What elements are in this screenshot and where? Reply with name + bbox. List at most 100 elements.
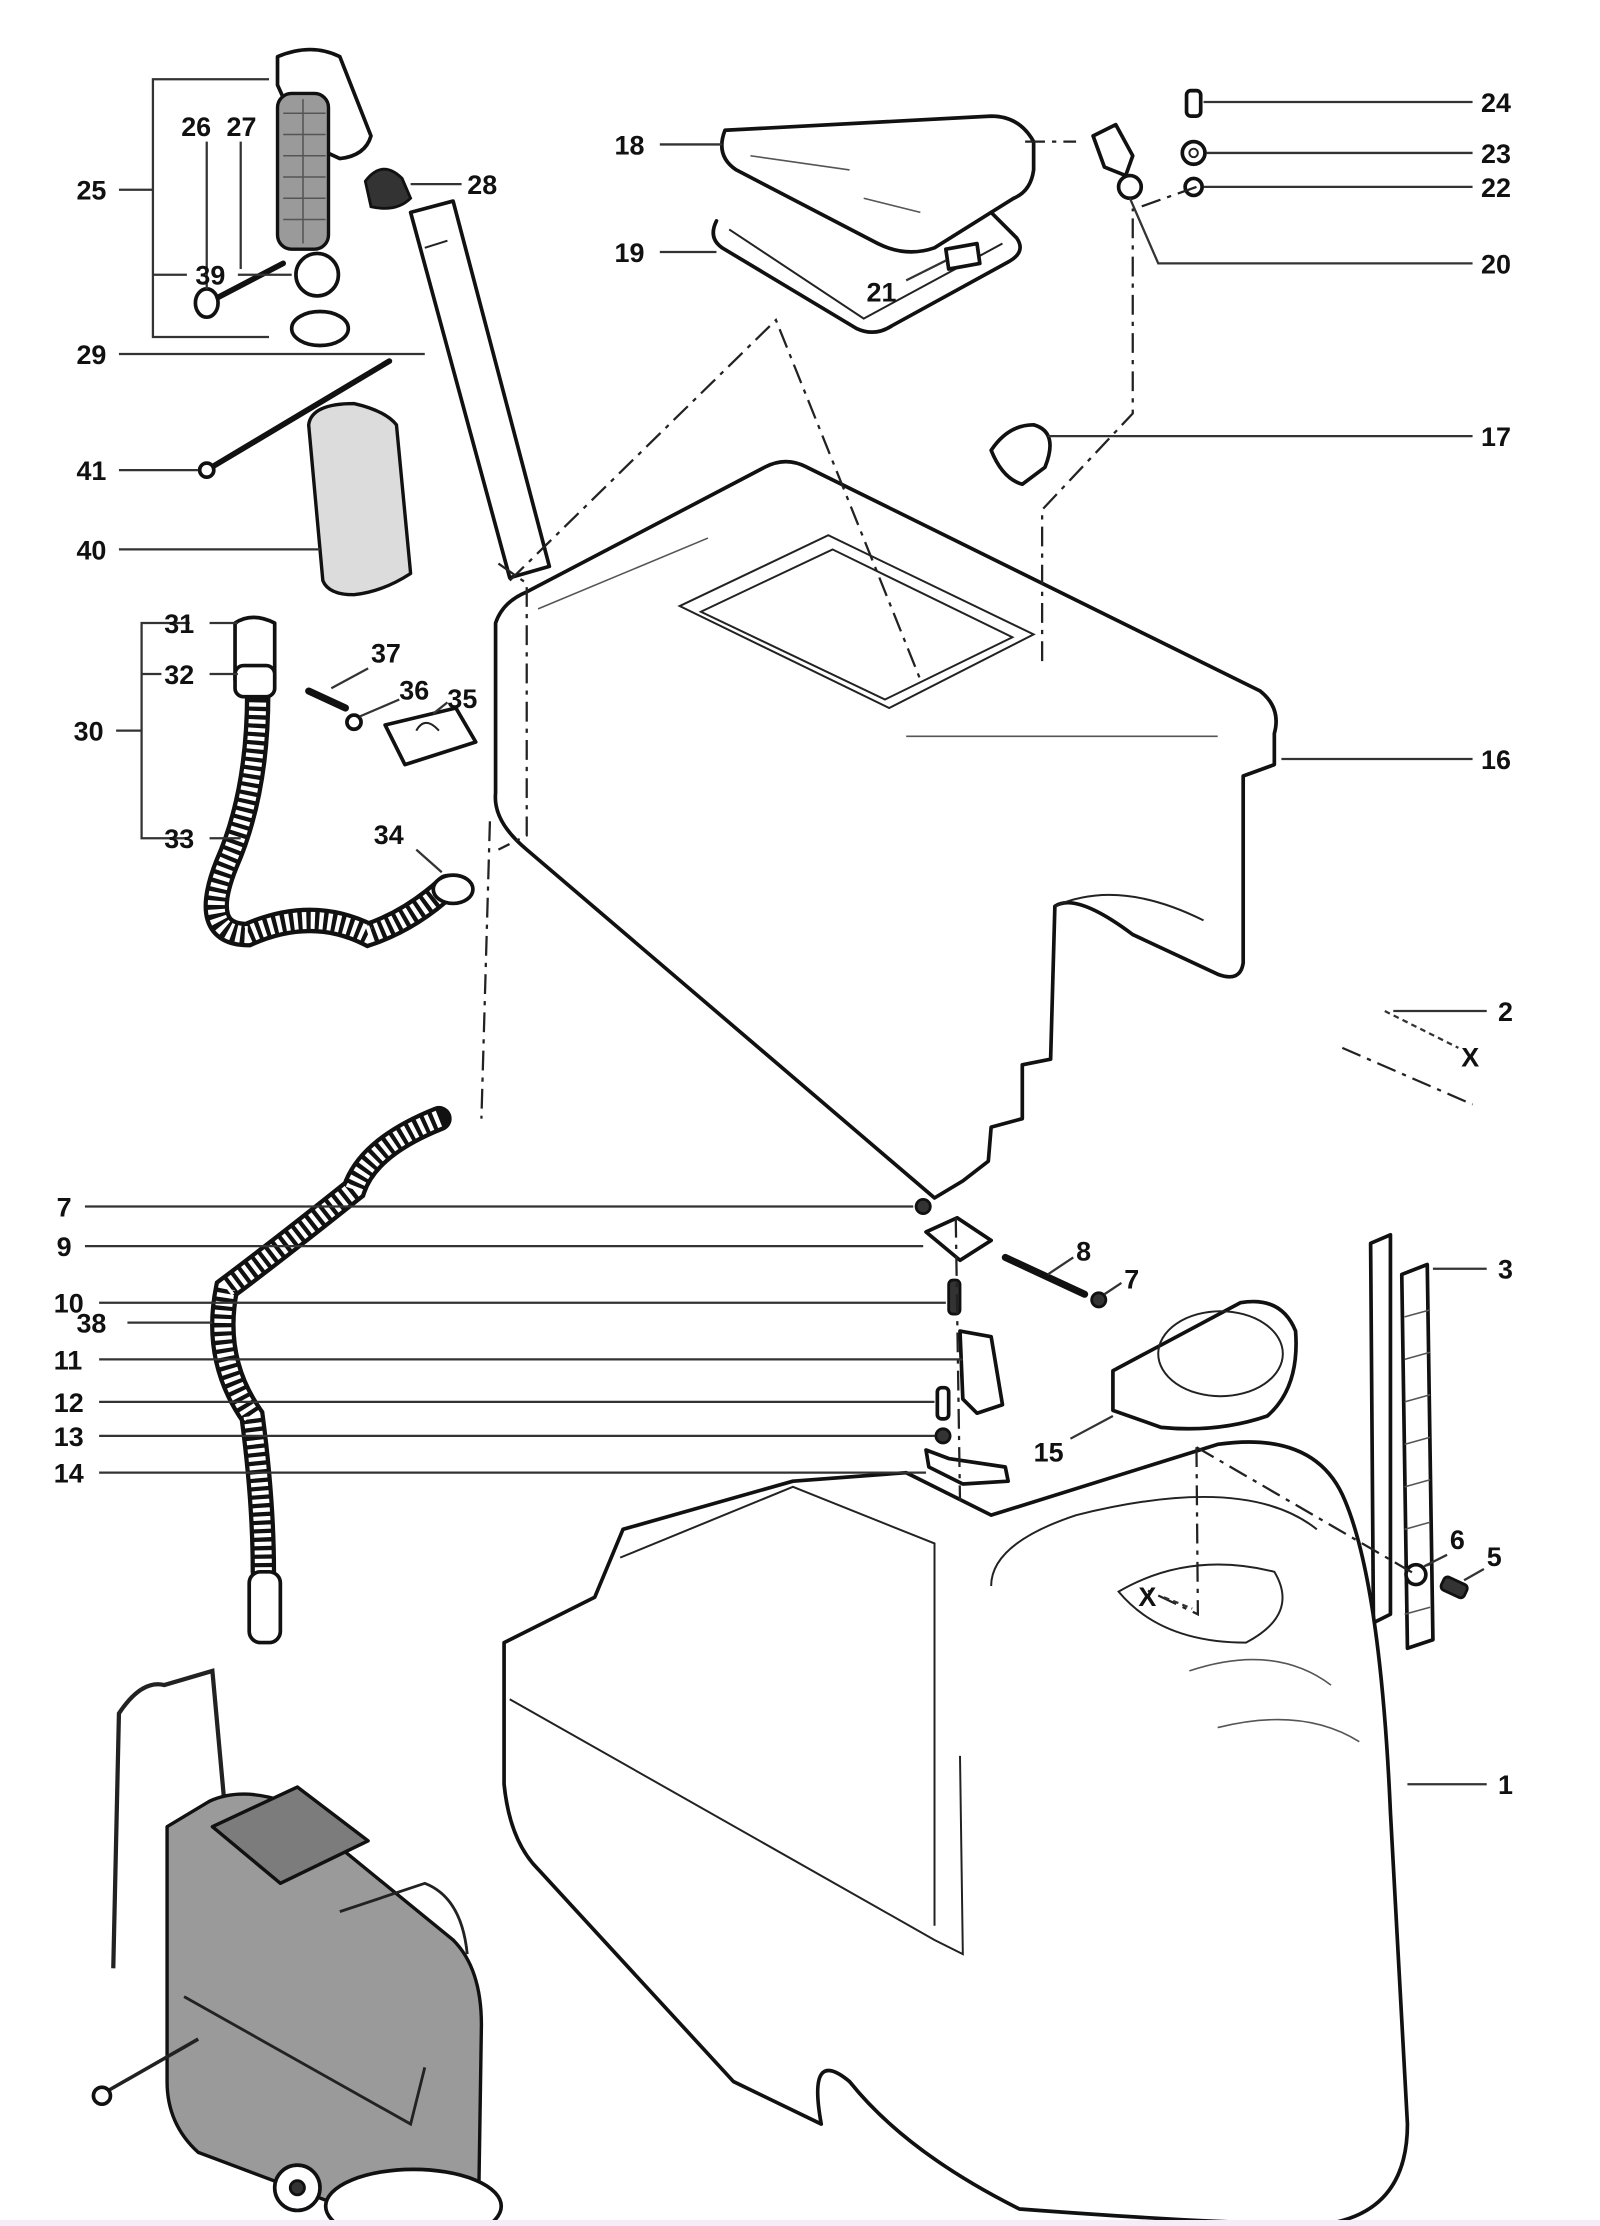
callout-40: 40 xyxy=(76,535,320,565)
callout-label-25: 25 xyxy=(76,176,106,206)
callout-label-17: 17 xyxy=(1481,422,1511,452)
part-20-latch xyxy=(1091,122,1144,201)
callout-20: 20 xyxy=(1128,197,1511,279)
callout-label-32: 32 xyxy=(164,660,194,690)
callout-label-39: 39 xyxy=(195,261,225,291)
part-21-screw xyxy=(944,241,982,271)
callout-label-13: 13 xyxy=(54,1422,84,1452)
callout-label-21: 21 xyxy=(867,278,897,308)
callout-label-37: 37 xyxy=(371,639,401,669)
callout-label-28: 28 xyxy=(467,170,497,200)
callout-6: 6 xyxy=(1423,1525,1465,1568)
callout-33: 33 xyxy=(164,824,241,854)
part-28-cap xyxy=(363,167,413,210)
callout-30: 30 xyxy=(74,621,190,840)
part-32-hose-coupling xyxy=(233,663,277,699)
callout-7-left: 7 xyxy=(57,1192,914,1222)
callout-label-31: 31 xyxy=(164,609,194,639)
callout-29: 29 xyxy=(76,340,425,370)
callout-28: 28 xyxy=(410,170,497,200)
callout-label-19: 19 xyxy=(615,238,645,268)
callout-26: 26 xyxy=(181,112,211,289)
callout-label-29: 29 xyxy=(76,340,106,370)
callout-13: 13 xyxy=(54,1422,935,1452)
callout-10: 10 xyxy=(54,1289,946,1319)
part-11-hinge-bracket xyxy=(958,1329,1005,1416)
callout-label-3: 3 xyxy=(1498,1255,1513,1285)
part-9-hinge-plate xyxy=(924,1215,993,1263)
callout-16: 16 xyxy=(1281,745,1511,775)
callout-label-24: 24 xyxy=(1481,88,1511,118)
callout-label-20: 20 xyxy=(1481,249,1511,279)
callout-32: 32 xyxy=(164,660,238,690)
part-14-bracket xyxy=(924,1448,1010,1486)
callout-label-30: 30 xyxy=(74,717,104,747)
callout-14: 14 xyxy=(54,1459,927,1489)
callout-label-36: 36 xyxy=(399,676,429,706)
callout-label-8: 8 xyxy=(1076,1236,1091,1266)
part-18-lid xyxy=(720,114,1036,254)
callout-label-35: 35 xyxy=(447,684,477,714)
part-3-level-gauge xyxy=(1399,1262,1435,1651)
part-17-float-cap xyxy=(989,422,1052,487)
part-25-ring xyxy=(289,309,351,348)
reference-mark-x-lower: X xyxy=(1138,1582,1193,1612)
callout-label-7-left: 7 xyxy=(57,1192,72,1222)
callout-18: 18 xyxy=(615,130,723,160)
callout-37: 37 xyxy=(330,639,401,690)
callout-label-18: 18 xyxy=(615,130,645,160)
callout-5: 5 xyxy=(1463,1542,1502,1582)
callout-36: 36 xyxy=(359,676,429,718)
callout-label-23: 23 xyxy=(1481,139,1511,169)
part-35-bracket xyxy=(383,706,478,767)
part-6-washer xyxy=(1404,1562,1428,1587)
callout-3: 3 xyxy=(1432,1255,1513,1285)
part-15-solution-cup xyxy=(1111,1299,1298,1431)
callout-label-33: 33 xyxy=(164,824,194,854)
part-38-drain-hose xyxy=(210,1105,452,1645)
callout-label-27: 27 xyxy=(227,112,257,142)
callout-label-16: 16 xyxy=(1481,745,1511,775)
part-34-hose-clamp xyxy=(431,873,475,906)
part-33-upper-hose xyxy=(203,681,461,949)
callout-24: 24 xyxy=(1203,88,1511,118)
part-41-tie-rod xyxy=(197,358,393,480)
callout-39: 39 xyxy=(195,261,225,291)
part-39-ball xyxy=(294,251,341,298)
part-24-bolt xyxy=(1184,88,1203,118)
part-23-washer xyxy=(1180,139,1207,167)
callout-label-2: 2 xyxy=(1498,997,1513,1027)
part-27-pin xyxy=(215,260,287,301)
part-36-washer xyxy=(345,713,363,732)
callout-9: 9 xyxy=(57,1232,924,1262)
callout-35: 35 xyxy=(432,684,477,715)
part-13-nut xyxy=(934,1427,952,1445)
part-37-screw xyxy=(305,687,350,712)
callout-21: 21 xyxy=(867,259,947,308)
callout-38: 38 xyxy=(76,1308,213,1338)
callout-label-1: 1 xyxy=(1498,1770,1513,1800)
callout-7-right: 7 xyxy=(1103,1265,1139,1296)
callout-label-12: 12 xyxy=(54,1388,84,1418)
callout-label-41: 41 xyxy=(76,456,106,486)
callout-27: 27 xyxy=(227,112,257,270)
part-7-nut-right xyxy=(1090,1291,1108,1309)
callout-22: 22 xyxy=(1203,173,1511,203)
callout-label-5: 5 xyxy=(1487,1542,1502,1572)
callout-label-6: 6 xyxy=(1450,1525,1465,1555)
callout-label-26: 26 xyxy=(181,112,211,142)
callout-17: 17 xyxy=(1047,422,1511,452)
callout-23: 23 xyxy=(1206,139,1511,169)
callout-label-11: 11 xyxy=(54,1345,82,1375)
callout-12: 12 xyxy=(54,1388,935,1418)
reference-mark-label-x-upper: X xyxy=(1461,1042,1479,1072)
callout-25: 25 xyxy=(76,78,292,339)
callout-label-14: 14 xyxy=(54,1459,84,1489)
callout-label-7-right: 7 xyxy=(1124,1265,1139,1295)
callout-15: 15 xyxy=(1034,1415,1114,1467)
reference-mark-label-x-lower: X xyxy=(1138,1582,1156,1612)
part-10-bolt xyxy=(947,1278,962,1316)
callout-1: 1 xyxy=(1407,1770,1513,1800)
callout-41: 41 xyxy=(76,456,199,486)
